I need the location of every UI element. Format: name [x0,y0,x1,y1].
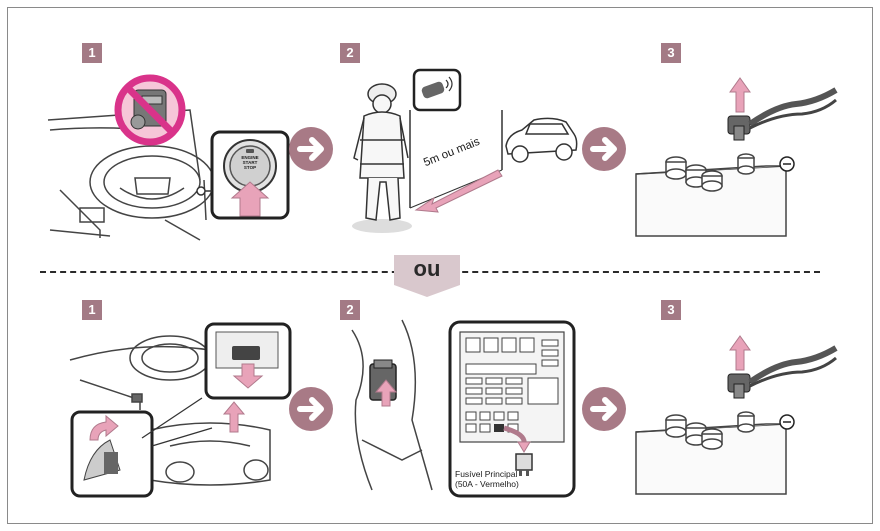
battery-negative-terminal-illustration [636,324,836,494]
bottom-step-1-badge: 1 [82,300,102,320]
top-step-3-badge: 3 [661,43,681,63]
top-step-2-badge: 2 [340,43,360,63]
separator-label: ou [394,255,460,285]
top-step-1-badge: 1 [82,43,102,63]
engine-button-label: ENGINE START STOP [238,155,262,170]
main-fuse-label-line-2: (50A - Vermelho) [455,479,519,489]
next-step-arrow-icon [581,386,627,432]
engine-bay-fusebox-illustration [342,320,462,500]
next-step-arrow-icon [288,126,334,172]
next-step-arrow-icon [581,126,627,172]
hood-release-lever-callout [204,322,294,402]
engine-button-line-3: STOP [238,165,262,170]
car-illustration [500,110,580,170]
battery-negative-terminal-illustration [636,66,836,236]
engine-start-button-callout [210,130,292,222]
main-fuse-label-line-1: Fusível Principal [455,469,519,479]
main-fuse-label: Fusível Principal (50A - Vermelho) [455,469,519,489]
callout-connector-lines [142,398,212,448]
alternative-separator: ou [394,255,460,299]
bottom-step-3-badge: 3 [661,300,681,320]
bottom-step-2-badge: 2 [340,300,360,320]
next-step-arrow-icon [288,386,334,432]
callout-pointer-dot [194,184,208,198]
prohibited-smart-key-icon [112,72,192,152]
